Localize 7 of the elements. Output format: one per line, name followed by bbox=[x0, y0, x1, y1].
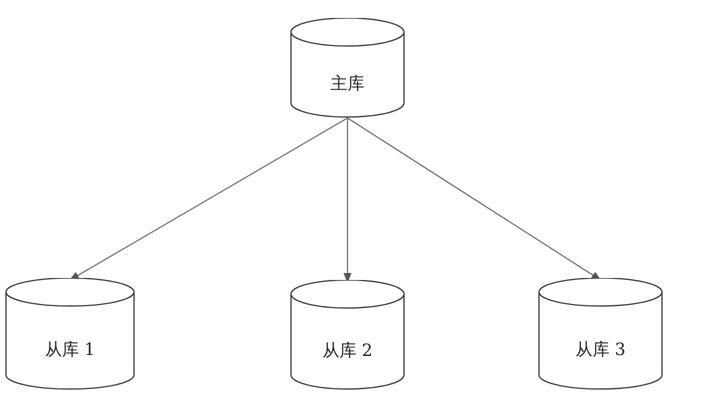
database-label: 从库 3 bbox=[575, 339, 626, 361]
database-label: 从库 2 bbox=[322, 340, 373, 362]
arrow bbox=[347, 118, 602, 281]
arrow bbox=[344, 118, 352, 283]
database-label: 从库 1 bbox=[44, 339, 96, 361]
arrow bbox=[69, 118, 348, 280]
database-label: 主库 bbox=[330, 73, 364, 95]
